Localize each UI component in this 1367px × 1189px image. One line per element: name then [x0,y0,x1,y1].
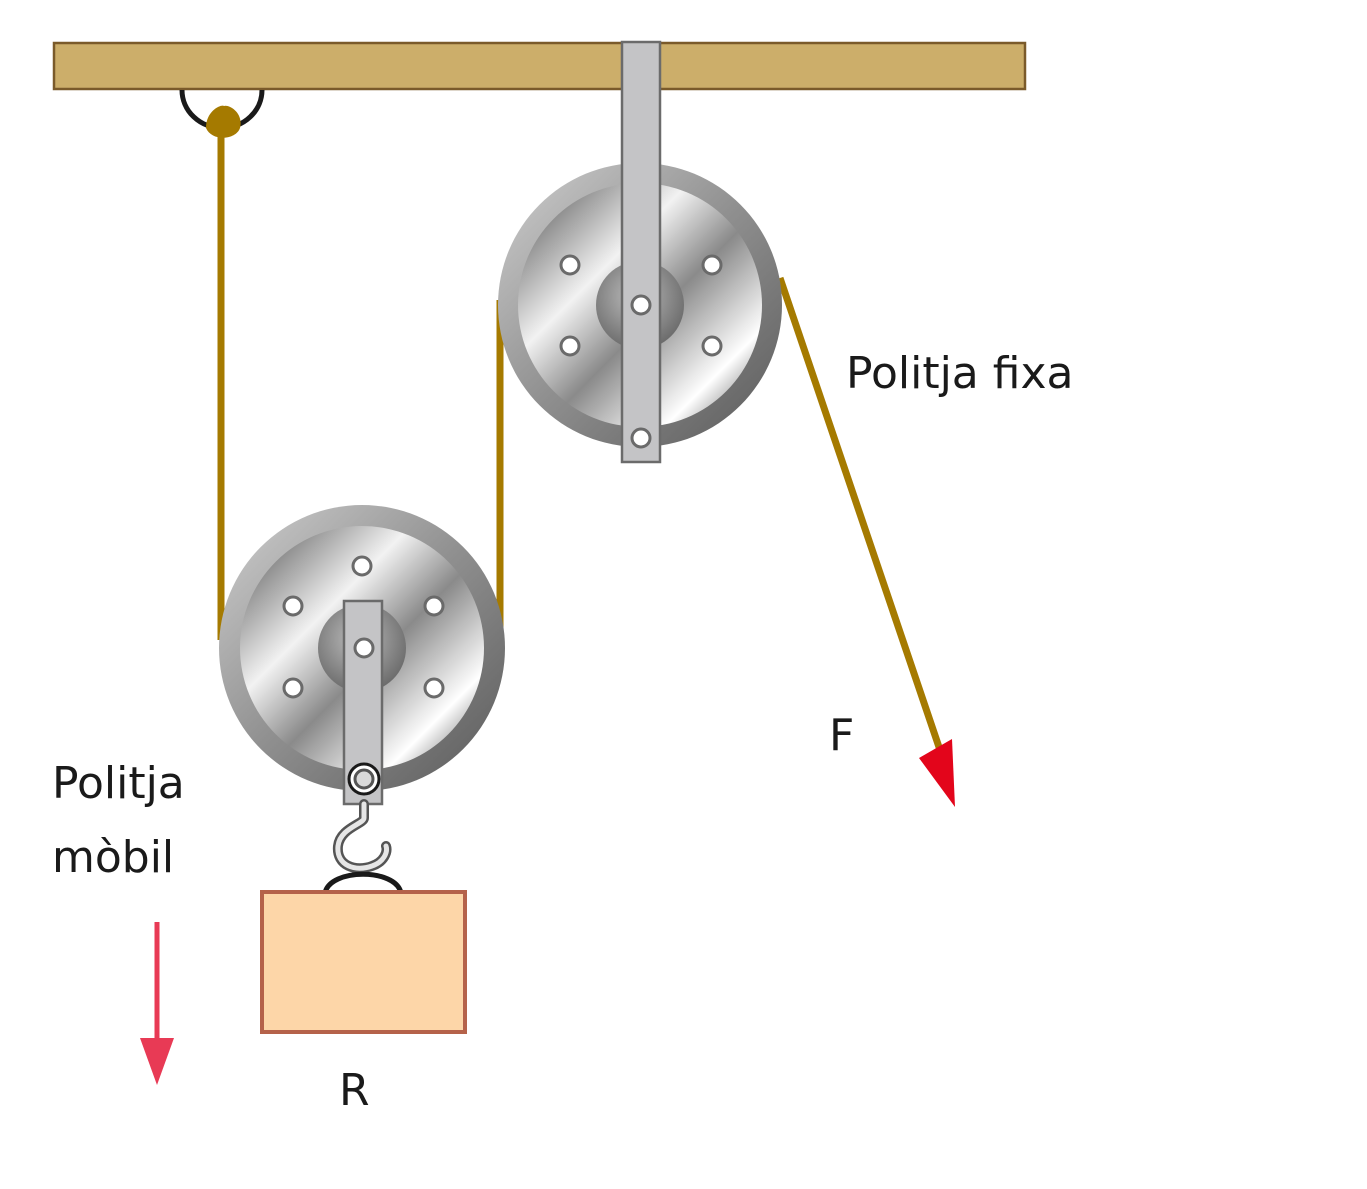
movable-pulley-strap [342,599,384,806]
movable-pulley-label-line1: Politja [52,758,185,809]
hook [332,799,392,874]
resistance-label: R [339,1065,370,1116]
force-label: F [829,710,854,761]
movable-pulley-label-line2: mòbil [52,832,174,883]
rope-knot [206,105,241,138]
load-box [260,890,467,1034]
fixed-pulley-label: Politja fixa [846,348,1073,399]
ceiling-beam [52,41,1027,91]
rope-pull-segment [776,276,945,755]
force-arrowhead [919,739,955,807]
motion-arrow [140,922,174,1085]
fixed-pulley-strap [620,40,662,464]
load-loop [322,871,404,894]
